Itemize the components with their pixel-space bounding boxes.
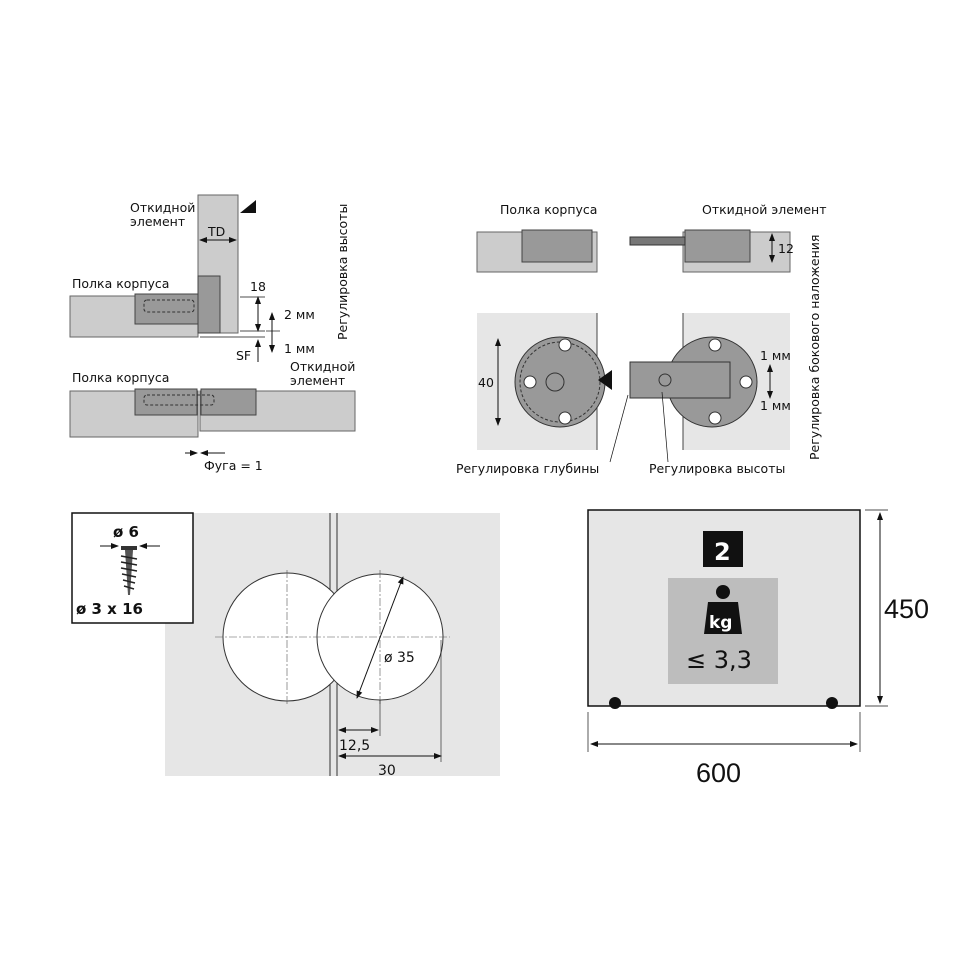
screw-size-label: ø 3 x 16 — [76, 600, 143, 618]
door-height: 450 — [884, 594, 929, 624]
dim-18: 18 — [250, 279, 266, 294]
arrow-left-icon — [598, 370, 612, 390]
sf-label: SF — [236, 348, 251, 363]
dim-12-5: 12,5 — [339, 738, 370, 754]
bore-diameter-label: ø 35 — [384, 650, 415, 666]
screw-spec-box — [71, 512, 194, 624]
depth-adjust-label: Регулировка глубины — [456, 461, 599, 476]
door-spec — [587, 509, 888, 752]
cabinet-shelf-top-label: Полка корпуса — [500, 202, 597, 217]
td-label: TD — [207, 224, 225, 239]
height-adjust-top-label: Регулировка высоты — [649, 461, 785, 476]
gap-label: Фуга = 1 — [204, 458, 263, 473]
plus-1mm: 1 мм — [760, 348, 791, 363]
side-overlay-adjust-label: Регулировка бокового наложения — [807, 235, 822, 460]
dim-12: 12 — [778, 241, 794, 256]
weight-icon — [704, 585, 742, 634]
cabinet-shelf-label: Полка корпуса — [72, 276, 169, 291]
triangle-marker-icon — [240, 200, 256, 213]
drilling-pattern — [71, 512, 500, 776]
door-width: 600 — [696, 758, 741, 788]
flap-element-label-4: элемент — [290, 373, 345, 388]
flap-element-top-label: Откидной элемент — [702, 202, 826, 217]
dim-40: 40 — [478, 375, 494, 390]
flap-element-label-3: Откидной — [290, 359, 355, 374]
plus-2mm: 2 мм — [284, 307, 315, 322]
max-weight: ≤ 3,3 — [686, 646, 752, 674]
hinge-count-badge — [703, 531, 743, 567]
screw-head-label: ø 6 — [113, 523, 139, 541]
hinge-count: 2 — [714, 538, 731, 566]
minus-1mm: 1 мм — [284, 341, 315, 356]
weight-unit: kg — [709, 613, 732, 633]
cabinet-shelf-label-2: Полка корпуса — [72, 370, 169, 385]
flap-element-label-2: элемент — [130, 214, 185, 229]
side-section-view — [69, 194, 356, 456]
screw-icon — [120, 546, 138, 595]
flap-element-label: Откидной — [130, 200, 195, 215]
minus-1mm-top: 1 мм — [760, 398, 791, 413]
top-view — [476, 229, 791, 463]
height-adjust-label: Регулировка высоты — [335, 204, 350, 340]
dim-30: 30 — [378, 763, 396, 779]
